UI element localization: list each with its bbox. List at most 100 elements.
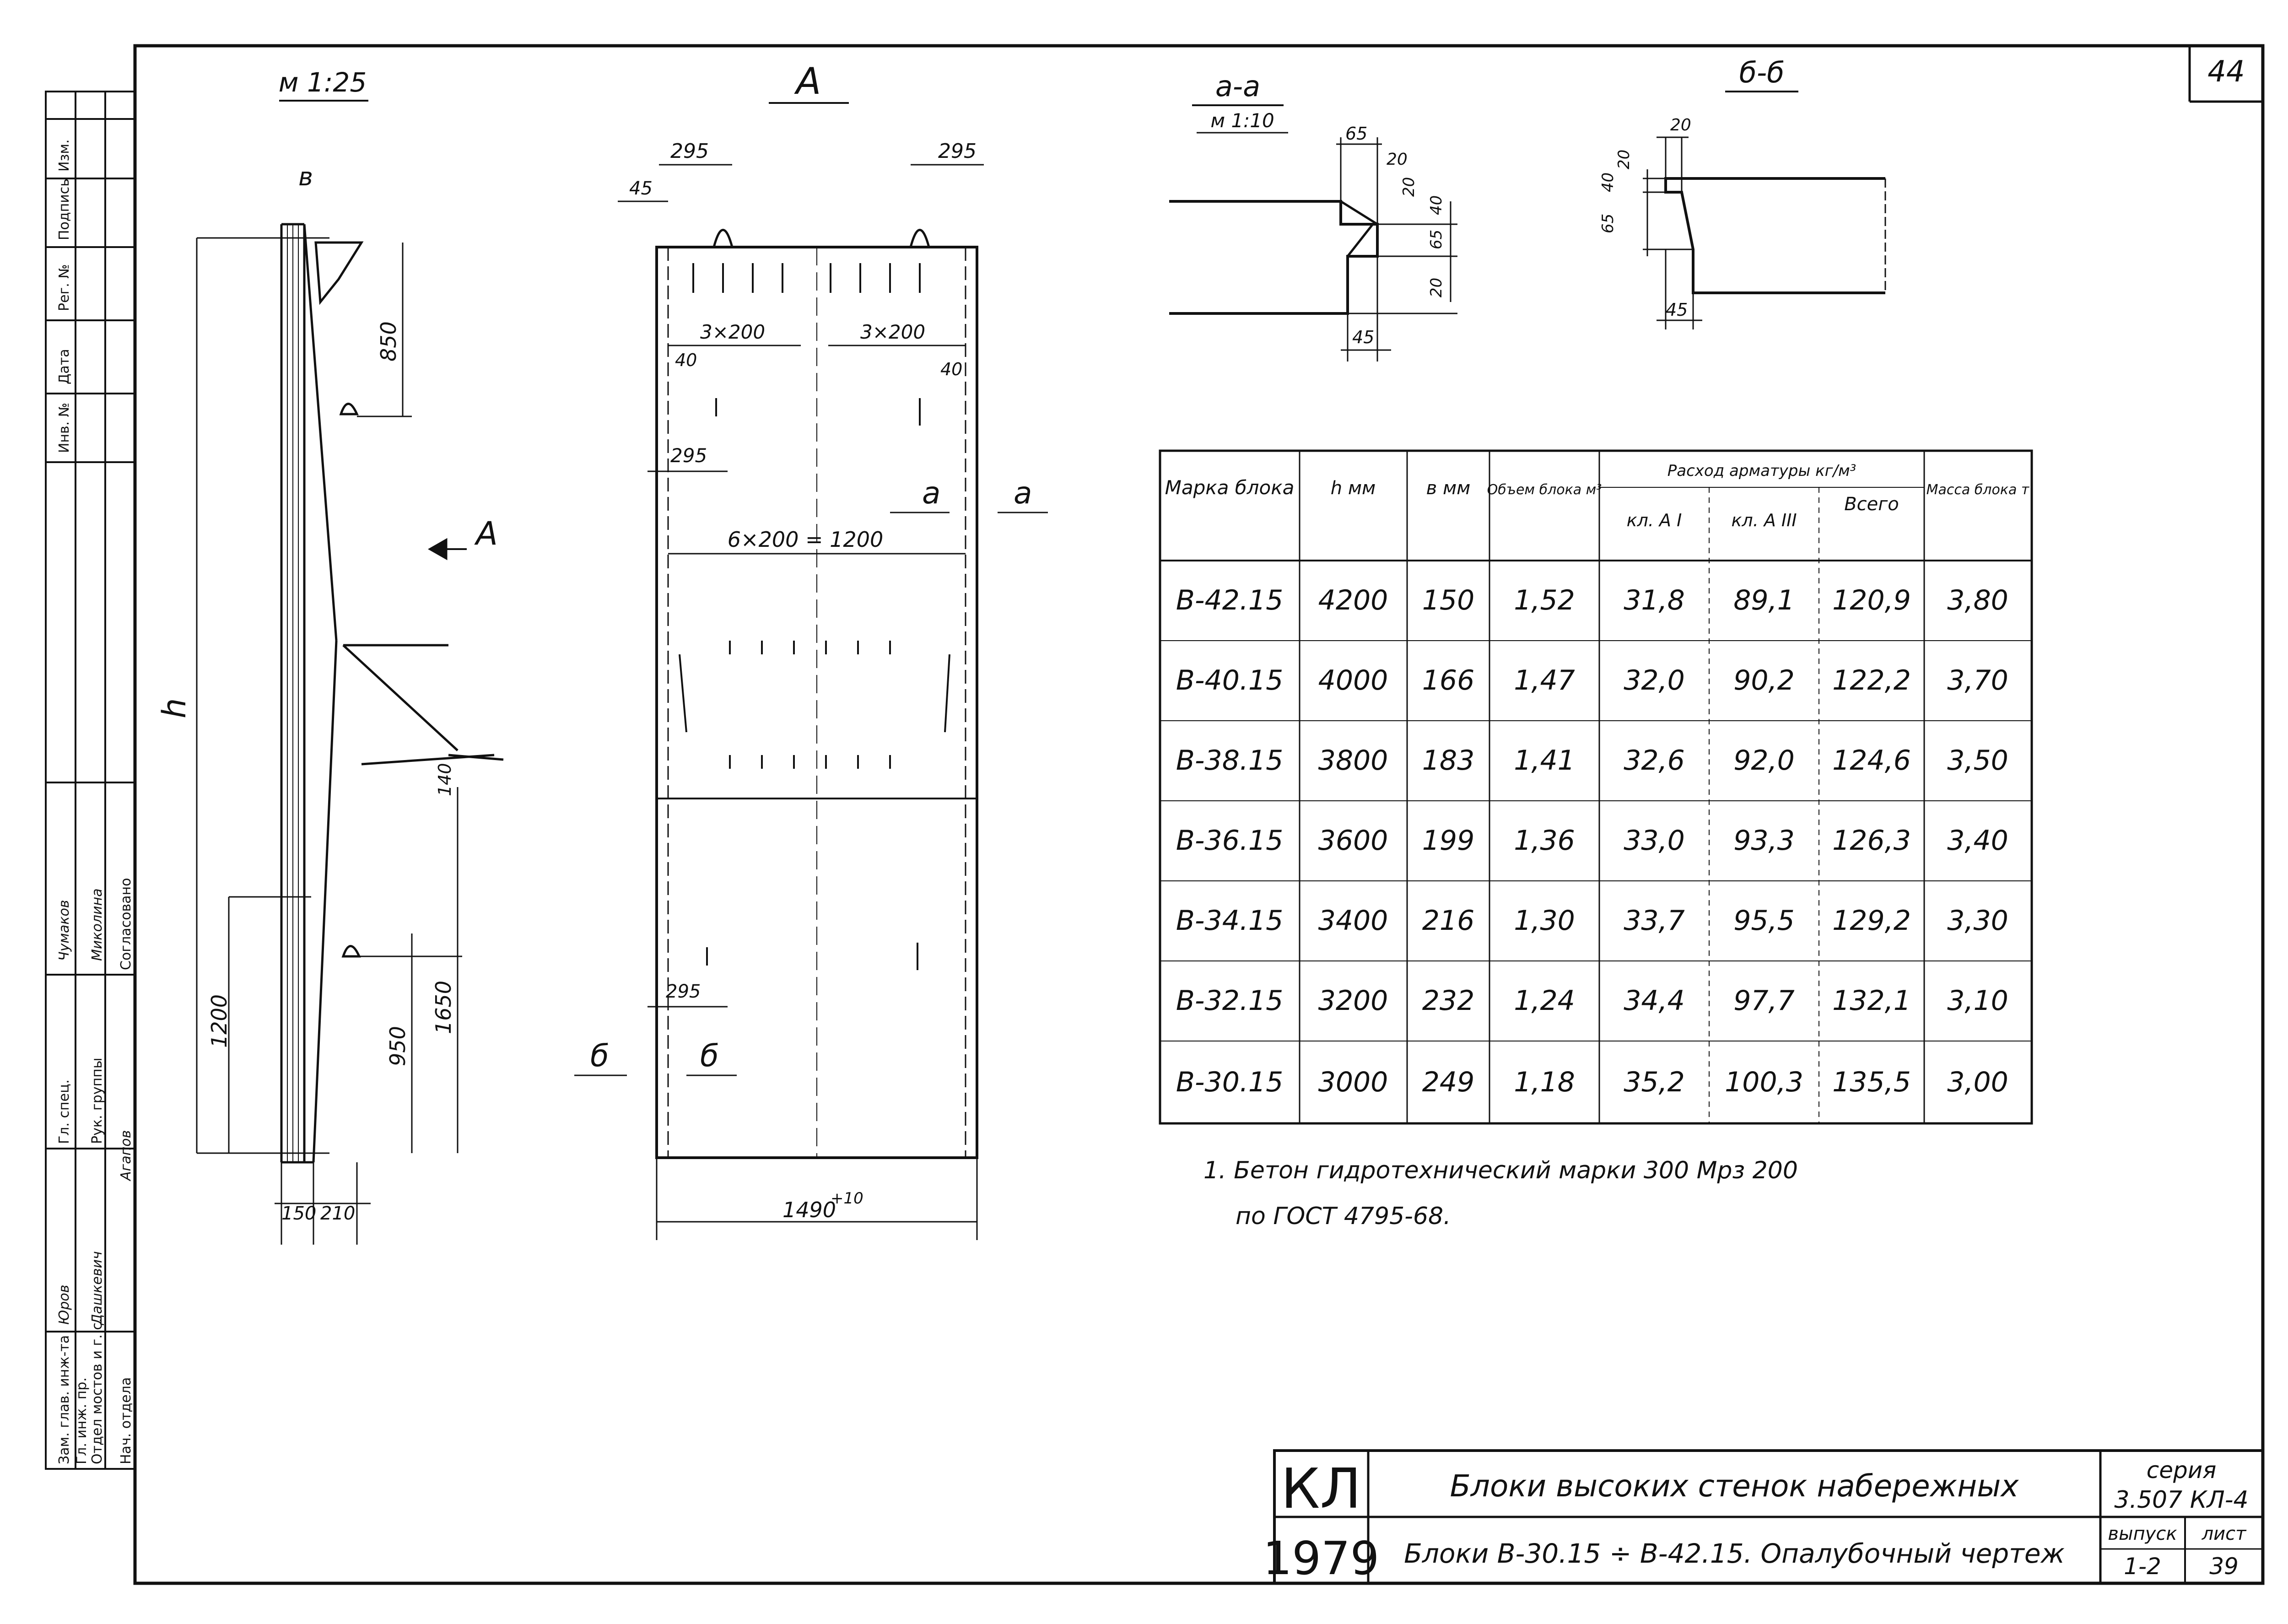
side-stamp xyxy=(45,91,136,1470)
cell-r4-mark: В-34.15 xyxy=(1176,905,1284,937)
cell-r3-h: 3600 xyxy=(1318,825,1388,857)
cell-r0-h: 4200 xyxy=(1318,584,1388,616)
stamp-role-1: Зам. глав. инж-та xyxy=(56,1335,72,1464)
side-stamp-text: Инв. № Дата Рег. № Подпись Изм. Согласов… xyxy=(56,139,134,1464)
section-aa-dim-20a: 20 xyxy=(1387,150,1408,169)
section-aa-scale: м 1:10 xyxy=(1210,109,1274,132)
sheet-label: лист xyxy=(2202,1523,2247,1544)
title-line-1: Блоки высоких стенок набережных xyxy=(1450,1468,2019,1504)
section-bb-labels: б-б 20 20 40 65 45 xyxy=(1599,56,1784,320)
view-a-dim-295-left: 295 xyxy=(670,140,709,163)
view-a-dim-295-right: 295 xyxy=(938,140,977,163)
side-view-labels: м 1:25 в h 850 1650 950 1200 140 150 210… xyxy=(156,67,498,1224)
view-a-dim-40-left: 40 xyxy=(675,350,697,370)
section-aa-dim-65: 65 xyxy=(1345,124,1367,144)
issue-label: выпуск xyxy=(2108,1523,2177,1544)
title-block-grid xyxy=(1273,1449,2264,1585)
cell-r1-total: 122,2 xyxy=(1832,664,1911,696)
cell-r5-a3: 97,7 xyxy=(1733,985,1795,1017)
series-label: серия xyxy=(2147,1457,2217,1484)
cell-r2-h: 3800 xyxy=(1318,745,1388,777)
cell-r3-b: 199 xyxy=(1422,825,1475,857)
cell-r5-total: 132,1 xyxy=(1832,985,1911,1017)
stamp-name-2: Дашкевич xyxy=(89,1251,105,1326)
cell-r1-mass: 3,70 xyxy=(1947,664,2008,696)
view-a-dim-width-tol: +10 xyxy=(831,1189,863,1208)
th-total: Всего xyxy=(1844,494,1899,515)
cell-r3-a3: 93,3 xyxy=(1733,825,1795,857)
dim-950: 950 xyxy=(385,1026,410,1066)
spec-table-header: Марка блока h мм в мм Объем блока м³ Рас… xyxy=(1165,462,2030,530)
cell-r4-a3: 95,5 xyxy=(1733,905,1795,937)
stamp-name-1: Юров xyxy=(56,1285,72,1325)
cell-r3-mark: В-36.15 xyxy=(1176,825,1284,857)
cell-r5-h: 3200 xyxy=(1318,985,1388,1017)
th-mark-text: Марка блока xyxy=(1165,476,1295,499)
dim-850: 850 xyxy=(376,321,401,361)
stamp-role-5: Гл. спец. xyxy=(56,1079,72,1144)
th-mass: Масса блока т xyxy=(1926,482,2030,498)
spec-table-grid xyxy=(1159,449,2033,1125)
title-block-text: КЛ 1979 Блоки высоких стенок набережных … xyxy=(1263,1457,2249,1585)
th-b: в мм xyxy=(1426,478,1471,499)
section-aa-labels: а-а м 1:10 65 20 20 40 65 20 45 xyxy=(1210,70,1446,347)
section-bb-dim-65: 65 xyxy=(1599,214,1617,233)
view-a-dim-295-low: 295 xyxy=(666,981,701,1002)
view-a-title: А xyxy=(794,60,821,103)
cell-r4-total: 129,2 xyxy=(1832,905,1911,937)
stamp-col-date: Дата xyxy=(56,349,72,384)
stamp-name-5: Миколина xyxy=(89,888,105,961)
cell-r6-vol: 1,18 xyxy=(1514,1066,1575,1098)
section-bb-title: б-б xyxy=(1739,56,1785,89)
th-cl-a1: кл. А I xyxy=(1627,510,1682,530)
th-rebar: Расход арматуры кг/м³ xyxy=(1667,462,1856,480)
view-a-dim-45: 45 xyxy=(629,178,653,199)
cut-a-right: а xyxy=(1014,475,1032,511)
cell-r6-a3: 100,3 xyxy=(1725,1066,1803,1098)
cell-r5-vol: 1,24 xyxy=(1514,985,1575,1017)
cut-b-left: б xyxy=(590,1038,609,1074)
view-a-dim-width: 1490 xyxy=(782,1198,836,1222)
cell-r0-total: 120,9 xyxy=(1832,584,1911,616)
stamp-role-2: Гл. инж. пр. xyxy=(74,1377,90,1464)
stamp-role-4: Нач. отдела xyxy=(118,1377,134,1464)
view-a-dim-3x200-left: 3×200 xyxy=(700,321,765,343)
cell-r5-mass: 3,10 xyxy=(1947,985,2008,1017)
cell-r6-a1: 35,2 xyxy=(1624,1066,1685,1098)
cell-r4-a1: 33,7 xyxy=(1624,905,1685,937)
sheet-number: 44 xyxy=(2207,55,2245,89)
stamp-col-inv: Инв. № xyxy=(56,403,72,453)
section-aa-dim-20b: 20 xyxy=(1400,177,1418,197)
sheet-value: 39 xyxy=(2209,1553,2239,1580)
cell-r2-total: 124,6 xyxy=(1832,745,1911,777)
dim-210: 210 xyxy=(320,1203,355,1224)
spec-table-body: В-42.15 4200 150 1,52 31,8 89,1 120,9 3,… xyxy=(1176,584,2008,1098)
issue-value: 1-2 xyxy=(2124,1553,2161,1580)
cell-r1-a1: 32,0 xyxy=(1624,664,1685,696)
cell-r2-mark: В-38.15 xyxy=(1176,745,1284,777)
cell-r1-b: 166 xyxy=(1422,664,1475,696)
stamp-col-change: Изм. xyxy=(56,139,72,172)
cell-r4-b: 216 xyxy=(1422,905,1475,937)
org-mark: КЛ xyxy=(1281,1457,1361,1521)
cell-r0-vol: 1,52 xyxy=(1514,584,1575,616)
cell-r2-mass: 3,50 xyxy=(1947,745,2008,777)
cell-r3-total: 126,3 xyxy=(1832,825,1911,857)
cell-r0-a1: 31,8 xyxy=(1624,584,1685,616)
stamp-col-reg: Рег. № xyxy=(56,264,72,311)
note: 1. Бетон гидротехнический марки 300 Мрз … xyxy=(1203,1157,1798,1230)
view-a xyxy=(574,102,1048,1240)
side-view-scale: м 1:25 xyxy=(279,67,367,98)
dim-1650: 1650 xyxy=(431,981,456,1034)
th-mark: Марка блока xyxy=(1165,476,1295,499)
stamp-soglasovano: Согласовано xyxy=(118,878,134,970)
cell-r3-mass: 3,40 xyxy=(1947,825,2008,857)
cell-r5-b: 232 xyxy=(1422,985,1475,1017)
cell-r4-h: 3400 xyxy=(1318,905,1388,937)
section-bb-dim-45: 45 xyxy=(1666,300,1688,320)
cut-a-left: а xyxy=(922,475,940,511)
cell-r0-mark: В-42.15 xyxy=(1176,584,1284,616)
cell-r6-mass: 3,00 xyxy=(1947,1066,2008,1098)
side-view xyxy=(196,100,504,1245)
